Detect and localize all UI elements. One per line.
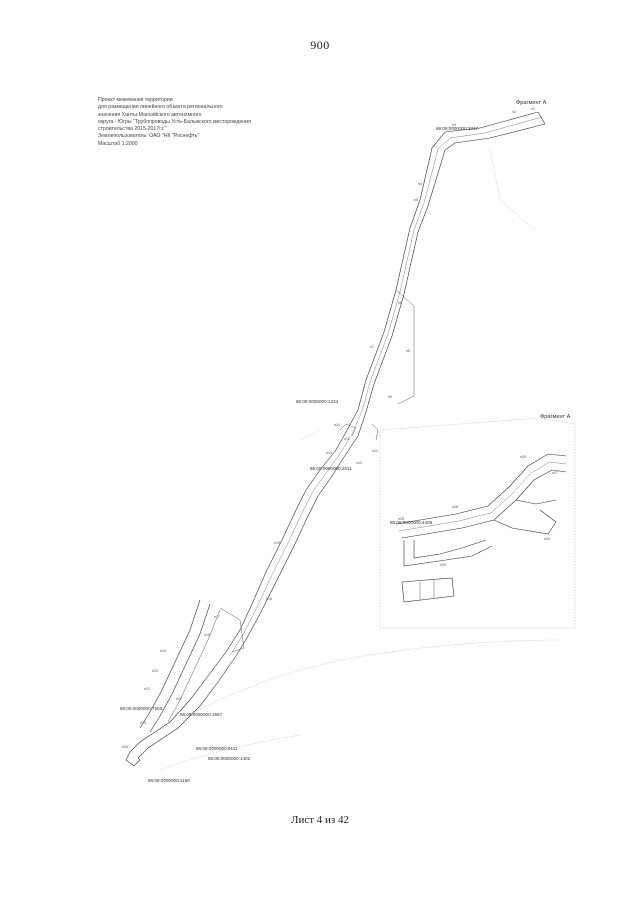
point-label: н21 [144,687,150,691]
point-label: н11 [344,437,350,441]
point-label: н28 [452,505,458,509]
point-label: н20 [152,669,158,673]
point-label: н4 [418,182,422,186]
point-label: н23 [140,721,146,725]
point-label: н18 [204,633,210,637]
point-label: н25 [398,517,404,521]
point-label: н30 [544,537,550,541]
parcel-number: 86:08:0000000:2011 [310,466,352,471]
point-label: н24 [122,745,128,749]
parcel-number: 86:08:0000000:4409 [390,520,433,525]
point-label: н16 [266,597,272,601]
notes-line: Проект межевания территории [98,97,173,103]
parcel-number: 86:08:0000000:1402 [208,756,251,761]
drawing-notes: Проект межевания территории для размещен… [98,97,288,148]
point-label: н22 [176,697,182,701]
notes-line: значения Ханты-Мансийского автономного [98,111,202,118]
point-labels: н1 н2 н3 н4 н5 н6 н7 н8 н9 н10 н11 н12 н… [122,107,558,749]
notes-line: округа - Югры "Трубопроводы Усть-Балыкск… [98,118,251,125]
sheet-label: Лист 4 из 42 [290,814,350,826]
parcel-number: 86:08:0000000:9111 [196,746,238,751]
point-label: н6 [398,301,402,305]
point-label: н9 [388,395,392,399]
parcel-number: 86:08:0000000:1567 [180,712,223,717]
point-label: н1 [531,107,535,111]
point-label: н26 [520,455,526,459]
point-label: н2 [512,110,516,114]
point-label: н13 [356,461,362,465]
point-label: н29 [440,563,446,567]
parcel-numbers: 86:08:0000000:1234 86:08:0000000:1567 86… [120,126,479,783]
point-label: н7 [370,345,374,349]
fragment-a-label: Фрагмент А [516,100,547,106]
page-number: 900 [310,38,330,52]
point-label: н19 [160,649,166,653]
notes-line: Землепользователь: ОАО "НК "Роснефть" [98,133,200,140]
right-of-way-corridor [125,111,546,767]
parcel-number: 86:08:0000000:1160 [148,778,190,783]
point-label: н12 [372,449,378,453]
notes-line: Масштаб 1:2000 [98,140,138,147]
point-label: н10 [334,423,340,427]
fragment-a-detail [395,453,567,603]
point-label: н5 [414,198,418,202]
notes-line: строительства 2015-2017г.г." [98,126,167,133]
parcel-number: 86:08:0000000:3017 [436,126,479,131]
point-label: н27 [552,471,558,475]
point-label: н3 [452,123,456,127]
parcel-boundaries [139,149,576,771]
point-label: н8 [406,349,410,353]
point-label: н15 [274,541,280,545]
notes-line: для размещения линейного объекта региона… [98,104,223,111]
point-label: н14 [326,451,332,455]
point-label: н17 [214,615,220,619]
fragment-a-inset-label: Фрагмент А [540,414,571,420]
parcel-number: 86:08:0000000:1234 [296,399,339,404]
parcel-number: 86:08:0000000:7503 [120,706,163,711]
